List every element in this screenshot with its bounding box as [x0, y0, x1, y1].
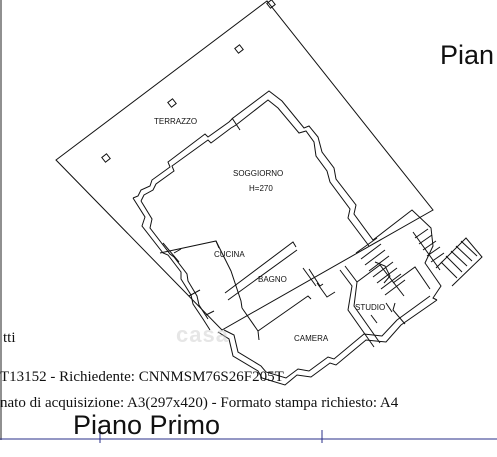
opening-ticks — [162, 117, 393, 324]
watermark-logo: casa — [176, 322, 229, 347]
terrace-boundary — [55, 0, 434, 331]
room-label-cucina: CUCINA — [214, 250, 245, 259]
room-label-terrazzo: TERRAZZO — [154, 117, 197, 126]
interior-partitions — [159, 240, 431, 348]
footer-request-line: T13152 - Richiedente: CNNMSM76S26F205T — [0, 369, 284, 385]
terrace-marker — [266, 0, 276, 9]
stairs — [355, 228, 483, 296]
plan-title-heading: Pian — [440, 40, 495, 70]
floor-title: Piano Primo — [73, 410, 221, 440]
room-label-bagno: BAGNO — [258, 275, 287, 284]
footer-format-line: nato di acquisizione: A3(297x420) - Form… — [0, 395, 399, 411]
room-label-soggiorno: SOGGIORNO — [233, 169, 283, 178]
room-height-label: H=270 — [249, 184, 273, 193]
terrace-marker — [234, 44, 244, 54]
footer-line-a: tti — [3, 330, 16, 346]
room-label-studio: STUDIO — [355, 303, 385, 312]
terrace-marker — [101, 153, 111, 163]
apartment-walls — [132, 90, 442, 386]
bottom-rule — [0, 430, 497, 443]
room-label-camera: CAMERA — [294, 334, 329, 343]
terrace-marker — [167, 98, 177, 108]
